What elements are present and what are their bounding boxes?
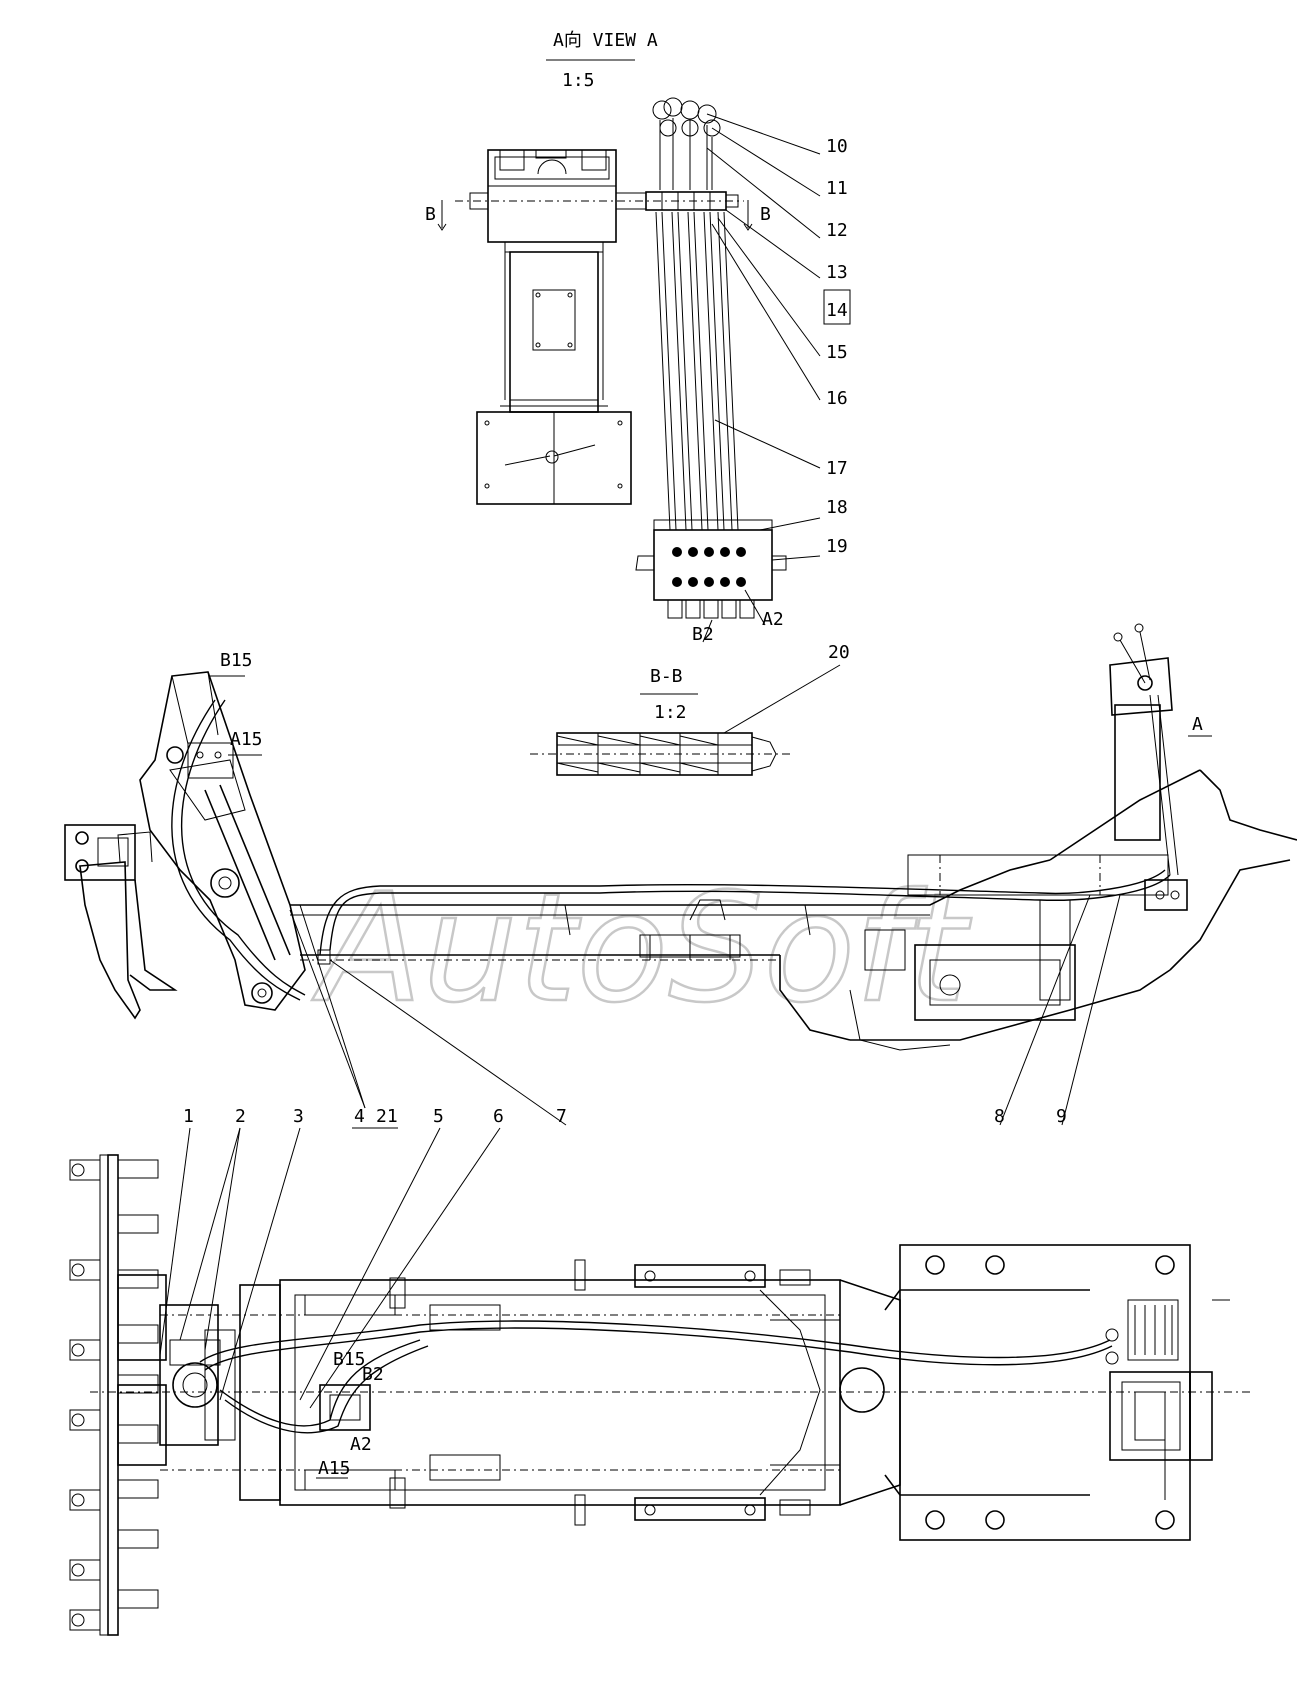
port-b15-bottom: B15	[333, 1349, 366, 1370]
callout-10: 10	[826, 136, 848, 157]
callout-11: 11	[826, 178, 848, 199]
port-a15-top: A15	[230, 729, 263, 750]
callout-1: 1	[183, 1106, 194, 1127]
valve-port-labels: B2 A2	[692, 589, 784, 645]
port-b15-top: B15	[220, 650, 253, 671]
section-mark-right: B	[760, 204, 771, 225]
section-bb: B-B 1:2 20	[530, 642, 850, 776]
callout-14-box	[823, 289, 851, 325]
view-a-title: A向 VIEW A 1:5	[546, 30, 658, 91]
callout-21: 21	[376, 1106, 398, 1127]
section-marks: B B	[425, 200, 771, 231]
callout-20: 20	[828, 642, 850, 663]
callout-2: 2	[235, 1106, 246, 1127]
callout-6: 6	[493, 1106, 504, 1127]
callout-8: 8	[994, 1106, 1005, 1127]
view-a-console	[469, 149, 647, 505]
callout-5: 5	[433, 1106, 444, 1127]
port-b2-bottom: B2	[362, 1364, 384, 1385]
view-arrow-a: A	[1192, 714, 1203, 735]
callouts-side	[289, 894, 1121, 1126]
port-a2-bottom: A2	[350, 1434, 372, 1455]
callout-3: 3	[293, 1106, 304, 1127]
plan-view	[69, 1154, 1250, 1636]
callouts-right: 10 11 12 13 14 15 16 17 18 19	[706, 113, 851, 561]
callout-18: 18	[826, 497, 848, 518]
callout-16: 16	[826, 388, 848, 409]
callout-7: 7	[556, 1106, 567, 1127]
callout-17: 17	[826, 458, 848, 479]
view-a-title-text: A向 VIEW A	[553, 30, 658, 51]
callouts-bottom: 1 2 3 4 21 5 6 7 8 9	[183, 1106, 1067, 1129]
callouts-plan-leaders	[159, 1127, 501, 1409]
callout-14: 14	[826, 300, 848, 321]
side-view	[64, 623, 1297, 1051]
watermark: AutoSoft	[312, 862, 972, 1036]
view-a-scale: 1:5	[562, 70, 595, 91]
section-bb-title: B-B	[650, 666, 683, 687]
port-a15-bottom: A15	[318, 1458, 351, 1479]
callout-15: 15	[826, 342, 848, 363]
callout-9: 9	[1056, 1106, 1067, 1127]
port-a2-valve: A2	[762, 609, 784, 630]
section-bb-scale: 1:2	[654, 702, 687, 723]
callout-12: 12	[826, 220, 848, 241]
callout-4: 4	[354, 1106, 365, 1127]
view-a-levers	[635, 97, 787, 619]
plan-view-labels: B15 B2 A2 A15	[316, 1349, 384, 1479]
callout-19: 19	[826, 536, 848, 557]
side-view-labels: B15 A15 A	[210, 650, 1212, 756]
section-mark-left: B	[425, 204, 436, 225]
callout-13: 13	[826, 262, 848, 283]
